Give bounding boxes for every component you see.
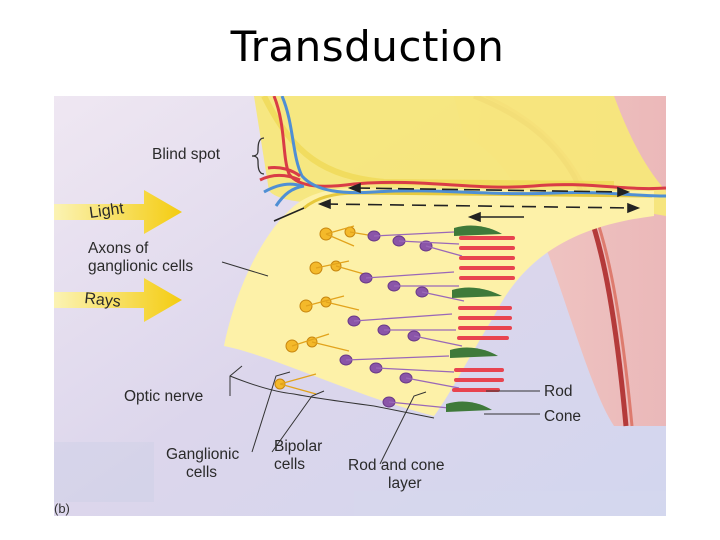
slide-title: Transduction — [0, 22, 720, 71]
label-ganglionic-line2: cells — [186, 464, 217, 481]
label-rod-cone-line2: layer — [388, 475, 422, 492]
label-optic-nerve: Optic nerve — [124, 388, 203, 405]
label-bipolar-line2: cells — [274, 456, 305, 473]
label-blind-spot: Blind spot — [152, 146, 221, 163]
label-panel-letter: (b) — [54, 501, 70, 516]
label-axons-line1: Axons of — [88, 240, 149, 257]
retina-diagram: Blind spot Light Axons of ganglionic cel… — [54, 96, 666, 516]
label-axons-line2: ganglionic cells — [88, 258, 193, 275]
label-rod-cone-line1: Rod and cone — [348, 457, 445, 474]
label-ganglionic-line1: Ganglionic — [166, 446, 239, 463]
label-cone: Cone — [544, 408, 581, 425]
label-rod: Rod — [544, 383, 572, 400]
label-bipolar-line1: Bipolar — [274, 438, 322, 455]
